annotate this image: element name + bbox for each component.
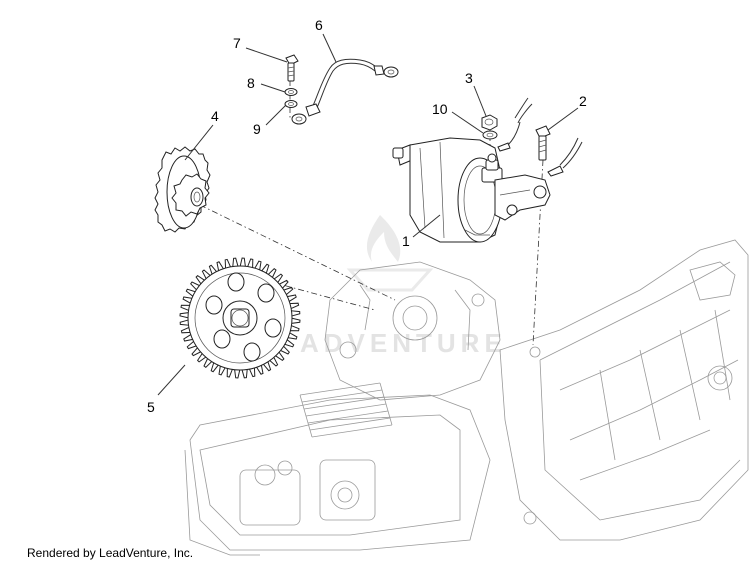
part-intermediate-gear: [154, 146, 211, 233]
callout-4: 4: [211, 108, 219, 124]
part-ground-cable: [291, 58, 399, 125]
watermark-flame-logo: [346, 215, 434, 292]
callout-6: 6: [315, 17, 323, 33]
callout-10: 10: [432, 101, 448, 117]
part-flat-washer: [284, 88, 298, 96]
callouts: 1 2 3 4 5 6 7 8 9 10: [147, 17, 587, 415]
watermark-text: ADVENTURE: [300, 328, 507, 358]
callout-3: 3: [465, 70, 473, 86]
callout-1: 1: [402, 233, 410, 249]
callout-5: 5: [147, 399, 155, 415]
callout-8: 8: [247, 75, 255, 91]
part-mounting-bolt: [535, 125, 551, 161]
part-starter-driven-gear: [179, 257, 301, 379]
wires: [497, 97, 583, 177]
part-lock-washer: [284, 100, 298, 108]
callout-7: 7: [233, 35, 241, 51]
render-credit: Rendered by LeadVenture, Inc.: [27, 546, 194, 560]
part-cable-bolt: [285, 54, 299, 82]
part-nut: [481, 114, 498, 131]
part-starter-motor: [392, 137, 551, 243]
callout-2: 2: [579, 93, 587, 109]
callout-9: 9: [253, 121, 261, 137]
engine-crankcase: [184, 239, 749, 556]
leader-lines: [157, 33, 579, 396]
part-washer: [482, 130, 498, 140]
